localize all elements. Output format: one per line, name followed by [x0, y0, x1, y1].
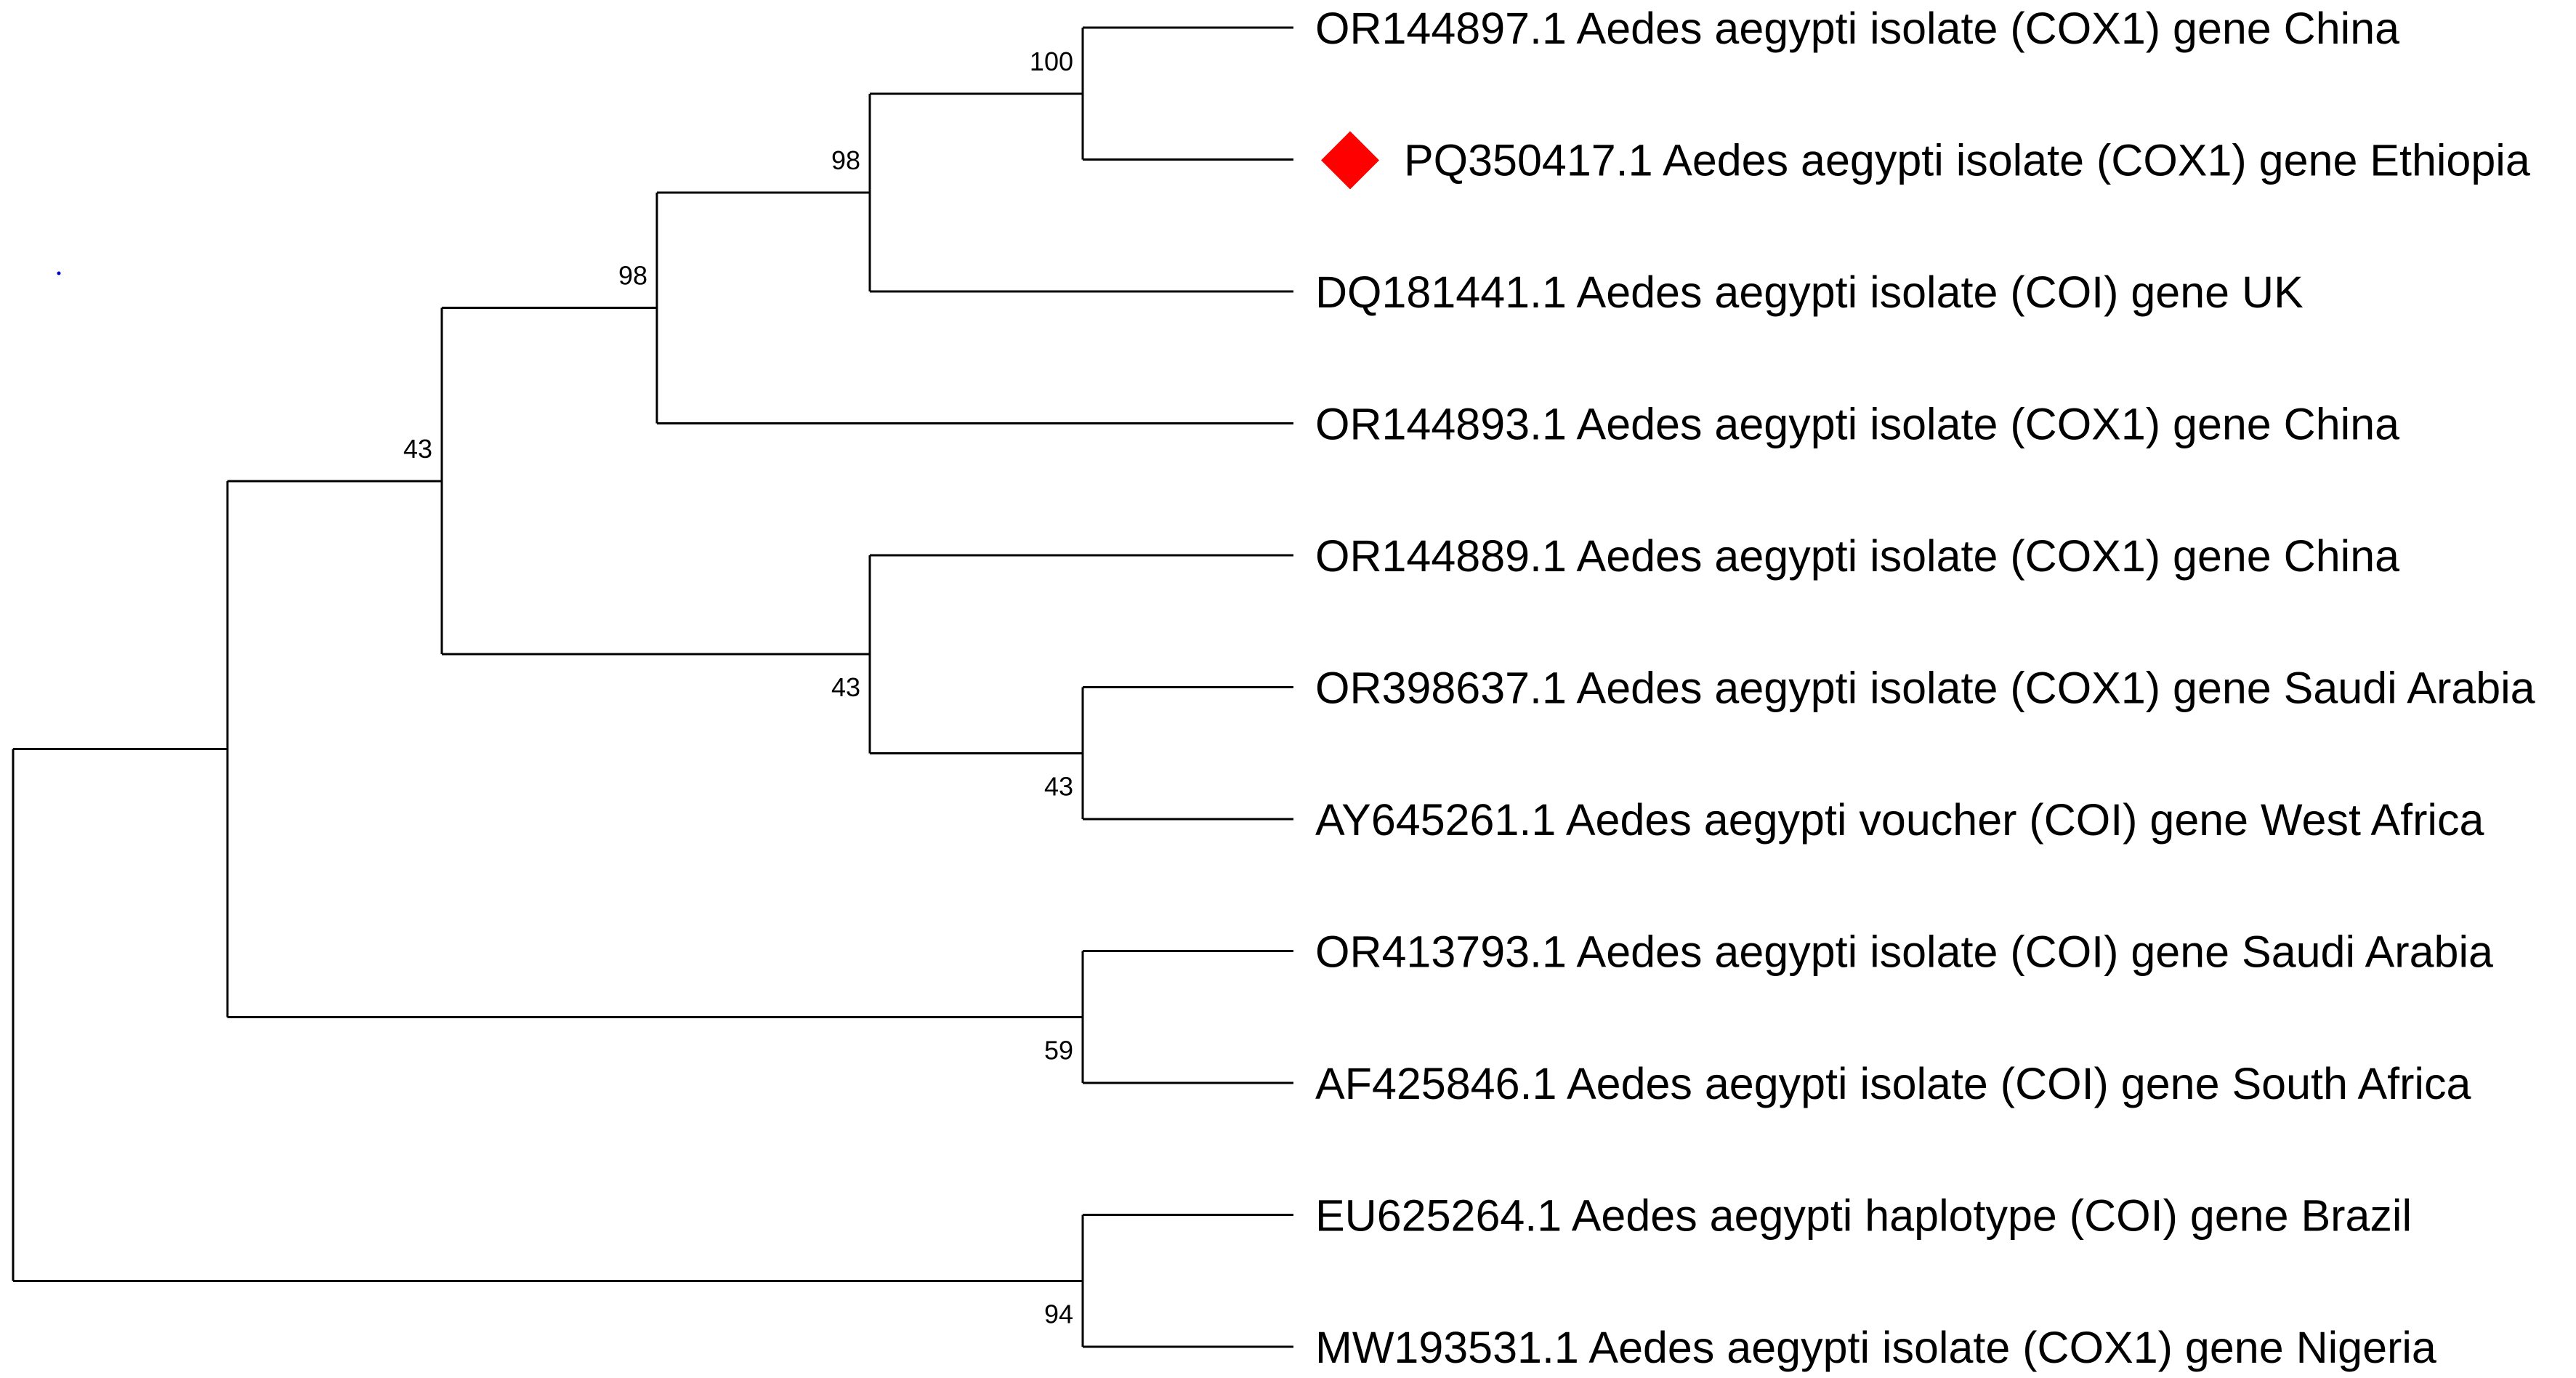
bootstrap-label: 98 — [831, 145, 860, 175]
bootstrap-label: 98 — [618, 261, 647, 291]
taxon-label: OR398637.1 Aedes aegypti isolate (COX1) … — [1315, 664, 2535, 713]
taxon-label: PQ350417.1 Aedes aegypti isolate (COX1) … — [1404, 136, 2530, 185]
taxon-label: OR144889.1 Aedes aegypti isolate (COX1) … — [1315, 531, 2399, 581]
taxon-label: OR144893.1 Aedes aegypti isolate (COX1) … — [1315, 400, 2399, 449]
bootstrap-label: 43 — [403, 434, 432, 464]
taxon-label: MW193531.1 Aedes aegypti isolate (COX1) … — [1315, 1323, 2436, 1372]
bootstrap-values: 100 98 98 43 43 43 59 94 — [403, 47, 1073, 1329]
bootstrap-label: 43 — [831, 672, 860, 702]
diamond-marker-icon — [1321, 131, 1379, 190]
tree-branches — [12, 26, 1293, 1348]
bootstrap-label: 43 — [1044, 771, 1073, 801]
taxon-label: OR144897.1 Aedes aegypti isolate (COX1) … — [1315, 4, 2399, 53]
stray-dot — [57, 271, 61, 275]
taxon-label: AF425846.1 Aedes aegypti isolate (COI) g… — [1315, 1059, 2471, 1108]
bootstrap-label: 59 — [1044, 1035, 1073, 1065]
taxon-label: EU625264.1 Aedes aegypti haplotype (COI)… — [1315, 1191, 2412, 1241]
bootstrap-label: 100 — [1030, 47, 1073, 76]
highlight-markers — [1321, 131, 1379, 190]
taxon-label: AY645261.1 Aedes aegypti voucher (COI) g… — [1315, 795, 2484, 845]
bootstrap-label: 94 — [1044, 1299, 1073, 1329]
taxon-label: OR413793.1 Aedes aegypti isolate (COI) g… — [1315, 927, 2493, 977]
taxon-label: DQ181441.1 Aedes aegypti isolate (COI) g… — [1315, 267, 2304, 317]
taxon-labels: OR144897.1 Aedes aegypti isolate (COX1) … — [1315, 4, 2535, 1372]
